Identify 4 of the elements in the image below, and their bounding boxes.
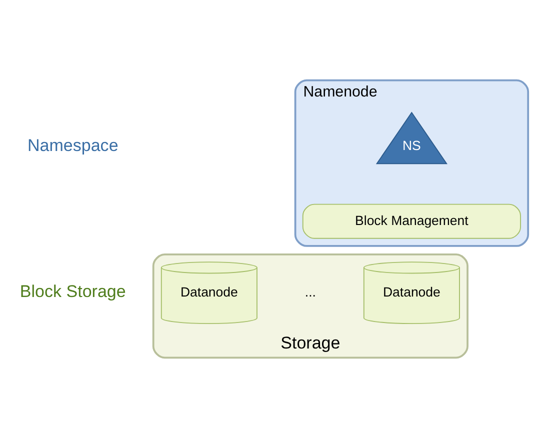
label: ... — [304, 284, 316, 300]
node-box: Block Management — [302, 204, 521, 239]
label: Block Storage — [20, 282, 126, 301]
label: Namespace — [27, 136, 118, 155]
